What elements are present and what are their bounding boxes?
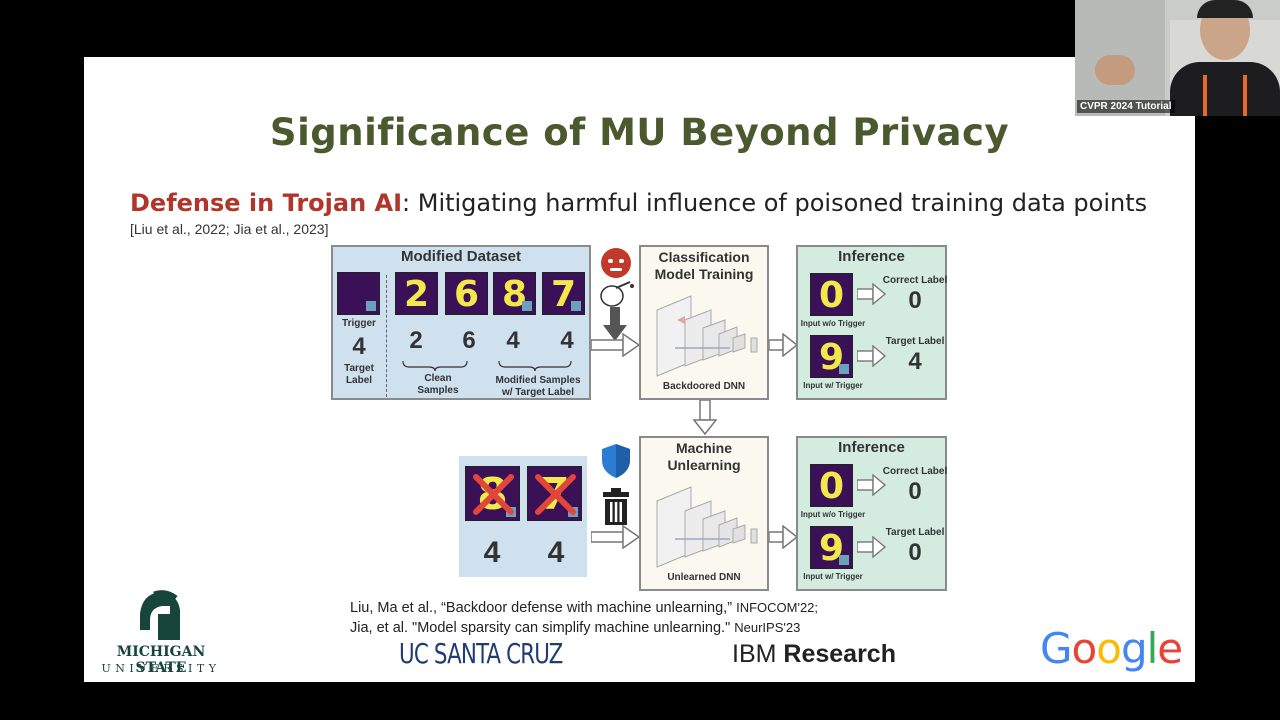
unlearning-title: Machine Unlearning (667, 440, 741, 473)
sample-label: 4 (547, 536, 565, 569)
right-arrow-icon (769, 333, 799, 357)
trigger-label: Trigger (342, 318, 376, 329)
trigger-image (337, 272, 380, 315)
modified-dataset-box: Modified Dataset Trigger 4 Target Label … (331, 245, 591, 400)
training-caption: Backdoored DNN (662, 381, 746, 392)
spartan-helmet-icon (140, 590, 180, 640)
presentation-slide: Significance of MU Beyond Privacy Defens… (84, 57, 1195, 682)
modified-samples-caption: Modified Samples w/ Target Label (495, 375, 581, 398)
input-caption: Input w/o Trigger (800, 319, 866, 328)
result-value: 0 (908, 287, 922, 314)
digit-image: 7 (527, 466, 582, 521)
trash-icon (603, 488, 629, 525)
citation: [Liu et al., 2022; Jia et al., 2023] (130, 221, 329, 237)
result-label: Correct Label (882, 466, 948, 477)
sample-label: 2 (409, 327, 423, 354)
result-label: Target Label (885, 527, 945, 538)
result-value: 0 (908, 539, 922, 566)
right-arrow-icon (769, 525, 799, 549)
digit-image: 8 (493, 272, 536, 315)
training-box: Classification Model Training Backdoored… (639, 245, 769, 400)
dnn-diagram (656, 295, 758, 377)
result-value: 4 (908, 348, 922, 375)
digit-image: 0 (810, 273, 853, 316)
webcam-label: CVPR 2024 Tutorial (1077, 100, 1175, 113)
target-label: Target Label (344, 363, 374, 386)
right-arrow-icon (857, 283, 887, 305)
webcam-feed: CVPR 2024 Tutorial (1075, 0, 1280, 116)
right-arrow-icon (591, 333, 641, 357)
right-arrow-icon (857, 345, 887, 367)
divider (386, 275, 387, 397)
google-logo: Google (1040, 624, 1183, 673)
references: Liu, Ma et al., “Backdoor defense with m… (350, 598, 818, 638)
subtitle-highlight: Defense in Trojan AI (130, 189, 403, 217)
slide-subtitle: Defense in Trojan AI: Mitigating harmful… (130, 189, 1147, 217)
msu-line2: UNIVERSITY (101, 662, 221, 675)
training-title: Classification Model Training (654, 249, 754, 282)
unlearning-caption: Unlearned DNN (667, 572, 741, 583)
digit-image: 8 (465, 466, 520, 521)
clean-samples-caption: Clean Samples (417, 373, 459, 396)
devil-icon (601, 248, 631, 278)
digit-image: 9 (810, 526, 853, 569)
inference-box: Inference 0 Input w/o Trigger 9 Input w/… (796, 436, 947, 591)
right-arrow-icon (857, 536, 887, 558)
sample-label: 4 (560, 327, 574, 354)
result-value: 0 (908, 478, 922, 505)
ucsc-logo: UC SANTA CRUZ (399, 637, 563, 670)
presenter-body (1170, 62, 1280, 116)
brace-lines (402, 360, 572, 372)
inference-title: Inference (838, 439, 905, 456)
input-caption: Input w/o Trigger (800, 510, 866, 519)
reference-line: Liu, Ma et al., “Backdoor defense with m… (350, 600, 819, 616)
input-caption: Input w/ Trigger (803, 572, 863, 581)
right-arrow-icon (591, 525, 641, 549)
down-arrow-icon (603, 307, 627, 341)
dnn-diagram (656, 486, 758, 568)
result-label: Correct Label (882, 275, 948, 286)
subtitle-text: : Mitigating harmful influence of poison… (402, 189, 1148, 217)
inference-box: Inference 0 Input w/o Trigger 9 Input w/… (796, 245, 947, 400)
digit-image: 0 (810, 464, 853, 507)
digit-image: 6 (445, 272, 488, 315)
input-caption: Input w/ Trigger (803, 381, 863, 390)
digit-image: 7 (542, 272, 585, 315)
digit-image: 9 (810, 335, 853, 378)
inference-title: Inference (838, 248, 905, 265)
ibm-research-logo: IBM Research (732, 640, 896, 668)
down-arrow-icon (693, 400, 717, 436)
sample-label: 4 (506, 327, 520, 354)
msu-line1: MICHIGAN STATE (116, 644, 206, 676)
msu-logo: MICHIGAN STATE UNIVERSITY (96, 590, 226, 680)
sample-label: 4 (483, 536, 501, 569)
result-label: Target Label (885, 336, 945, 347)
unlearning-box: Machine Unlearning Unlearned DNN (639, 436, 769, 591)
slide-title: Significance of MU Beyond Privacy (269, 111, 1010, 154)
forget-set-box: 8 7 4 4 (459, 456, 587, 577)
modified-dataset-title: Modified Dataset (400, 248, 521, 265)
target-value: 4 (352, 333, 366, 360)
poison-icon (600, 281, 634, 307)
shield-icon (602, 444, 630, 478)
digit-image: 2 (395, 272, 438, 315)
sample-label: 6 (462, 327, 476, 354)
right-arrow-icon (857, 474, 887, 496)
reference-line: Jia, et al. "Model sparsity can simplify… (350, 620, 801, 636)
